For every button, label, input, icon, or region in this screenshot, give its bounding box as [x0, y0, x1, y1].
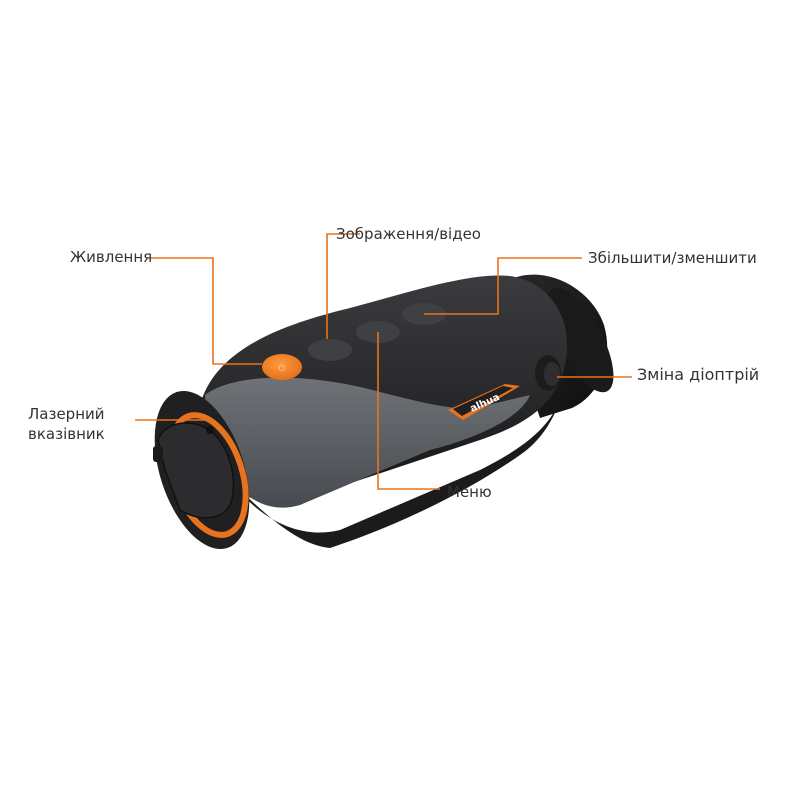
diopter-knob-face [544, 362, 560, 386]
label-laser-line1: Лазерний [28, 405, 105, 423]
callout-image-video [326, 233, 360, 339]
eyecup-rim [546, 287, 614, 393]
callout-menu [377, 332, 440, 490]
laser-pointer [206, 426, 214, 434]
lens-cover-tab [153, 446, 163, 462]
brand-badge-inner [453, 386, 513, 416]
label-diopter: Зміна діоптрій [637, 365, 760, 384]
callout-zoom [424, 257, 582, 315]
callout-power [150, 257, 262, 365]
body-bottom [230, 380, 565, 548]
label-power: Живлення [70, 248, 153, 266]
power-button[interactable] [262, 354, 302, 380]
label-zoom: Збільшити/зменшити [588, 249, 757, 267]
label-image-video: Зображення/відео [336, 225, 481, 243]
power-icon: ⏻ [278, 363, 285, 374]
label-laser-pointer: Лазерний вказівник [28, 404, 168, 444]
lens-cover [157, 422, 235, 519]
label-menu: Меню [447, 483, 492, 501]
image-video-button[interactable] [308, 339, 352, 361]
label-laser-line2: вказівник [28, 425, 105, 443]
